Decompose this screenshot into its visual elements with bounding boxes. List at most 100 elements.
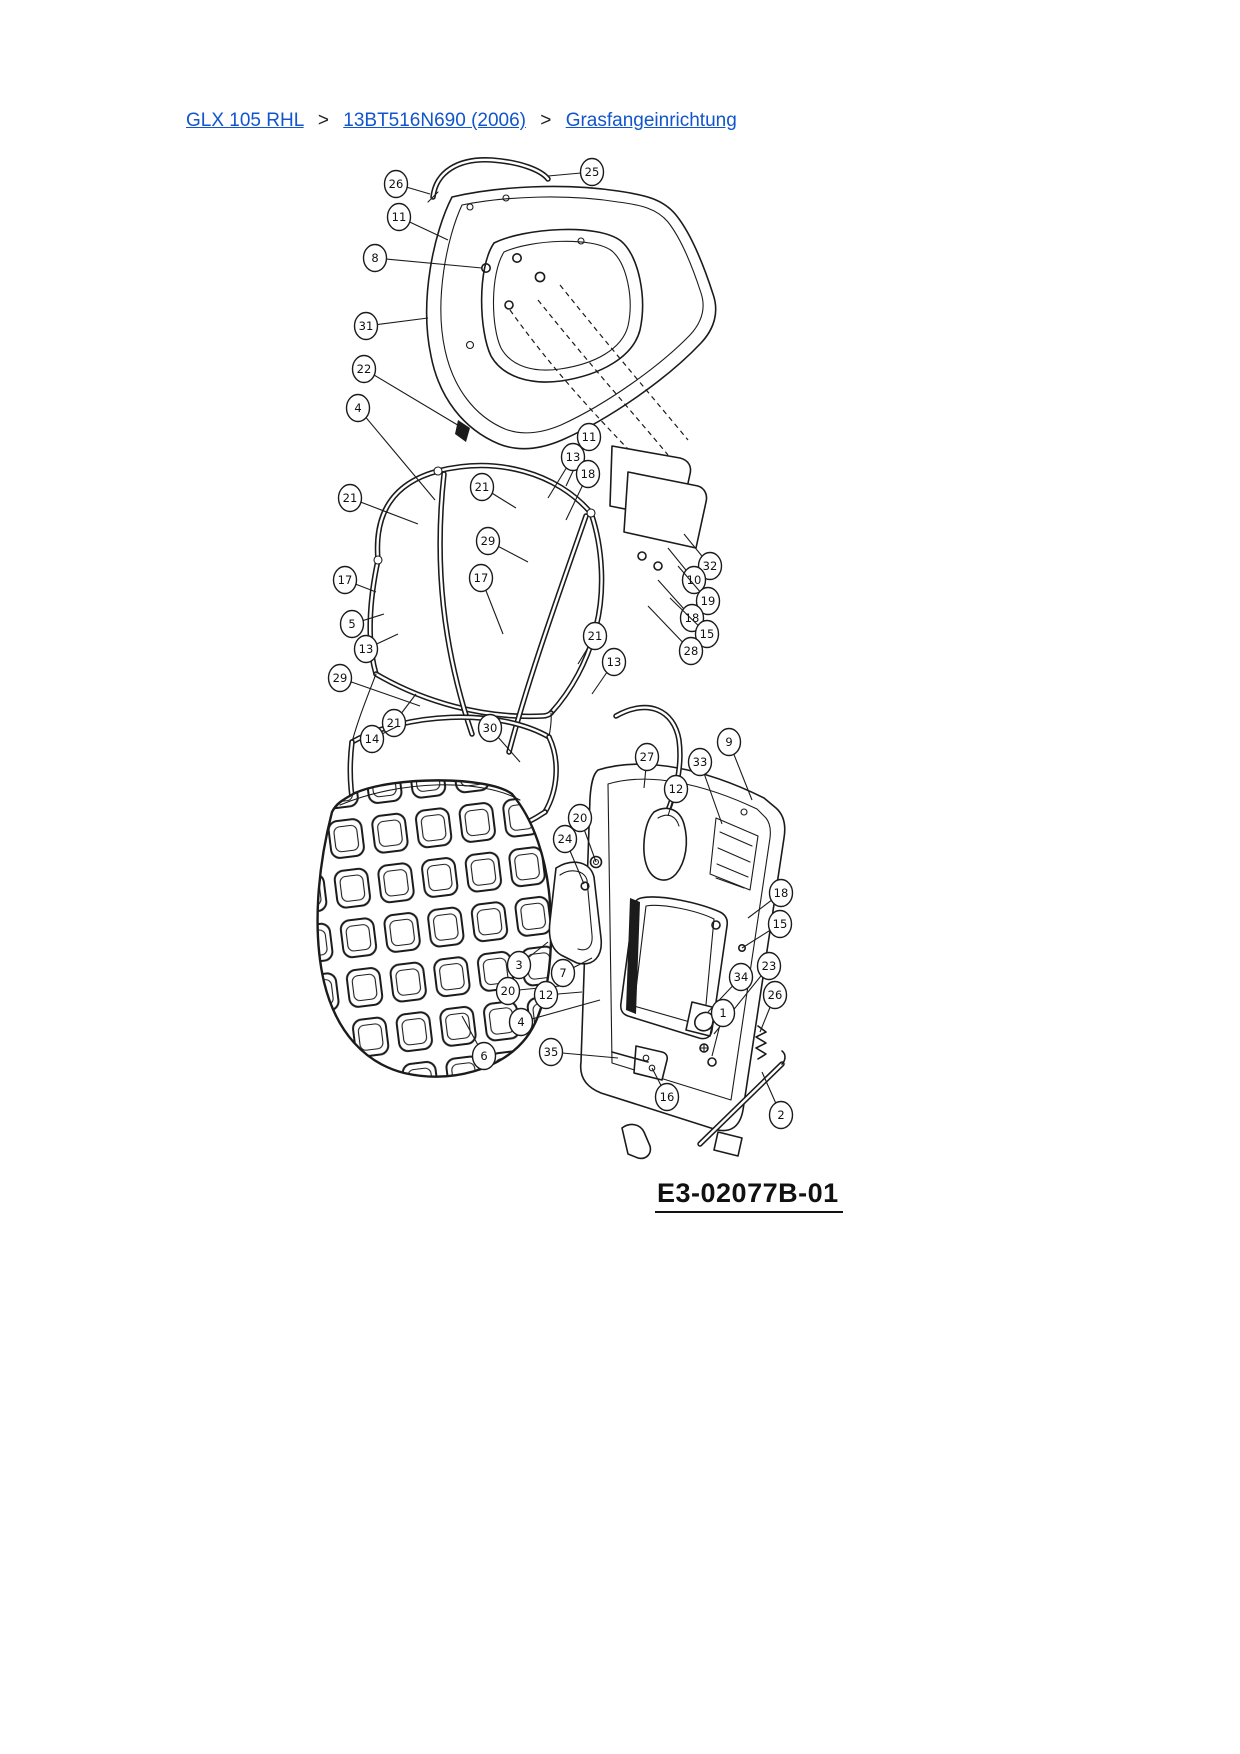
svg-text:29: 29 (333, 671, 348, 685)
svg-text:11: 11 (582, 430, 597, 444)
callout-21[interactable]: 21 (469, 472, 517, 509)
svg-text:7: 7 (559, 966, 566, 980)
callout-21[interactable]: 21 (577, 621, 608, 665)
svg-text:5: 5 (348, 617, 355, 631)
svg-text:16: 16 (660, 1090, 675, 1104)
svg-text:34: 34 (734, 970, 749, 984)
callout-6[interactable]: 6 (461, 1015, 497, 1071)
callout-27[interactable]: 27 (634, 742, 660, 789)
svg-text:15: 15 (773, 917, 788, 931)
callout-7[interactable]: 7 (550, 957, 593, 988)
svg-text:24: 24 (558, 832, 573, 846)
callout-26[interactable]: 26 (383, 169, 431, 199)
callout-8[interactable]: 8 (362, 243, 483, 273)
bottle-part (643, 807, 688, 881)
callout-30[interactable]: 30 (477, 713, 521, 763)
svg-text:26: 26 (389, 177, 404, 191)
callout-11[interactable]: 11 (386, 202, 449, 241)
svg-text:29: 29 (481, 534, 496, 548)
svg-text:12: 12 (539, 988, 554, 1002)
callout-12[interactable]: 12 (533, 980, 583, 1010)
callout-25[interactable]: 25 (547, 157, 605, 187)
breadcrumb-separator: > (540, 110, 552, 131)
callout-5[interactable]: 5 (339, 609, 385, 639)
breadcrumb-link-model[interactable]: GLX 105 RHL (186, 110, 304, 131)
svg-text:22: 22 (357, 362, 372, 376)
svg-text:21: 21 (475, 480, 490, 494)
callout-2[interactable]: 2 (761, 1071, 794, 1130)
callout-1[interactable]: 1 (710, 998, 736, 1057)
svg-text:9: 9 (725, 735, 732, 749)
callout-21[interactable]: 21 (337, 483, 419, 525)
breadcrumb-link-serial[interactable]: 13BT516N690 (2006) (343, 110, 527, 131)
callout-18[interactable]: 18 (565, 459, 601, 521)
callout-24[interactable]: 24 (552, 824, 585, 885)
callout-13[interactable]: 13 (353, 633, 399, 664)
callout-12[interactable]: 12 (663, 774, 689, 817)
svg-text:8: 8 (371, 251, 378, 265)
exploded-view-art (316, 157, 786, 1160)
breadcrumb-link-assembly[interactable]: Grasfangeinrichtung (565, 110, 737, 131)
svg-text:3: 3 (515, 958, 522, 972)
svg-text:27: 27 (640, 750, 655, 764)
callout-19[interactable]: 19 (677, 565, 721, 616)
svg-text:35: 35 (544, 1045, 559, 1059)
callout-20[interactable]: 20 (567, 803, 597, 863)
callout-20[interactable]: 20 (495, 976, 561, 1006)
callout-15[interactable]: 15 (741, 909, 793, 949)
callout-3[interactable]: 3 (506, 941, 549, 980)
svg-text:13: 13 (566, 450, 581, 464)
callout-18[interactable]: 18 (747, 878, 794, 919)
callout-17[interactable]: 17 (468, 563, 504, 635)
callout-22[interactable]: 22 (351, 354, 467, 431)
callout-17[interactable]: 17 (332, 565, 377, 595)
svg-text:19: 19 (701, 594, 716, 608)
svg-text:14: 14 (365, 732, 380, 746)
handle-part (427, 157, 551, 203)
svg-text:1: 1 (719, 1006, 726, 1020)
callout-16[interactable]: 16 (651, 1067, 680, 1112)
callout-9[interactable]: 9 (716, 727, 753, 801)
callout-29[interactable]: 29 (475, 526, 529, 563)
callout-15[interactable]: 15 (669, 597, 720, 649)
callout-28[interactable]: 28 (647, 605, 704, 666)
callout-13[interactable]: 13 (547, 442, 586, 499)
callout-13[interactable]: 13 (591, 647, 627, 695)
callout-32[interactable]: 32 (683, 533, 723, 581)
svg-text:20: 20 (573, 811, 588, 825)
svg-text:30: 30 (483, 721, 498, 735)
svg-text:21: 21 (588, 629, 603, 643)
svg-text:2: 2 (777, 1108, 784, 1122)
callout-14[interactable]: 14 (359, 724, 399, 754)
cover-part (425, 185, 717, 450)
callout-33[interactable]: 33 (687, 747, 723, 825)
drawing-number: E3-02077B-01 (655, 1178, 843, 1213)
callout-10[interactable]: 10 (667, 547, 707, 595)
callout-4[interactable]: 4 (508, 999, 601, 1037)
svg-text:33: 33 (693, 755, 708, 769)
svg-text:12: 12 (669, 782, 684, 796)
callout-4[interactable]: 4 (345, 393, 436, 501)
svg-text:32: 32 (703, 559, 718, 573)
svg-text:18: 18 (685, 611, 700, 625)
svg-text:15: 15 (700, 627, 715, 641)
svg-text:4: 4 (517, 1015, 524, 1029)
callout-26[interactable]: 26 (759, 980, 788, 1033)
callout-34[interactable]: 34 (707, 962, 754, 1013)
svg-text:25: 25 (585, 165, 600, 179)
svg-text:20: 20 (501, 984, 516, 998)
callout-29[interactable]: 29 (327, 663, 421, 707)
flap-part (548, 855, 603, 965)
svg-text:6: 6 (480, 1049, 487, 1063)
callout-21[interactable]: 21 (381, 693, 417, 738)
svg-text:4: 4 (354, 401, 361, 415)
callout-35[interactable]: 35 (538, 1037, 619, 1067)
svg-text:10: 10 (687, 573, 702, 587)
callout-31[interactable]: 31 (353, 311, 429, 341)
svg-text:17: 17 (474, 571, 489, 585)
latch-hardware-part (611, 1001, 786, 1147)
bag-frame-part (351, 462, 605, 755)
svg-text:18: 18 (581, 467, 596, 481)
